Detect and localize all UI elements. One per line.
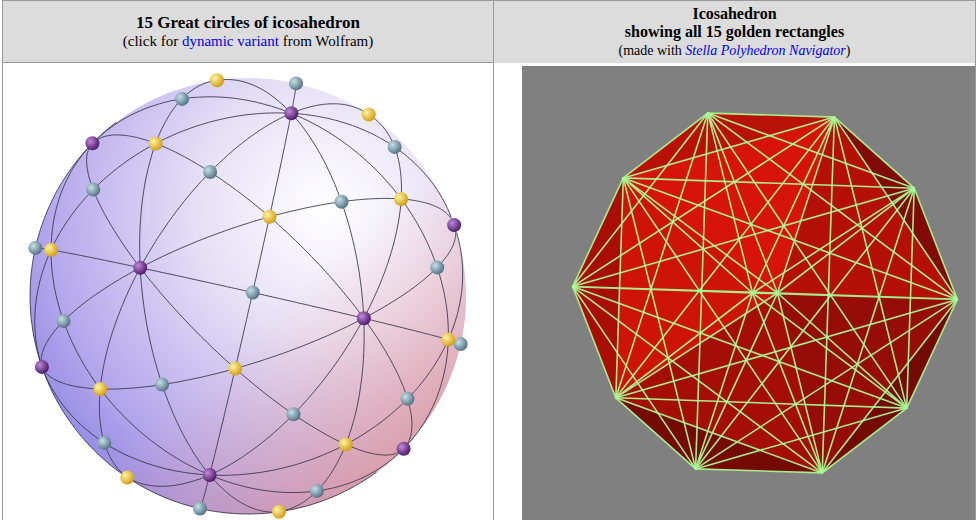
header-title: 15 Great circles of icosahedron	[136, 13, 360, 32]
symmetry-point	[310, 484, 324, 498]
header-title: Icosahedron	[692, 5, 776, 22]
golden-rectangle	[623, 113, 906, 473]
symmetry-point	[210, 73, 224, 87]
symmetry-point	[228, 362, 242, 376]
symmetry-point	[397, 442, 411, 456]
symmetry-point	[339, 437, 353, 451]
symmetry-point	[272, 505, 286, 519]
symmetry-point	[57, 314, 71, 328]
table-border	[3, 1, 976, 520]
sphere-body	[30, 78, 466, 514]
symmetry-point	[454, 337, 468, 351]
great-circle	[99, 104, 366, 479]
great-circle	[200, 83, 296, 508]
header-note: from Wolfram)	[283, 33, 374, 49]
header-cell: Icosahedronshowing all 15 golden rectang…	[494, 1, 975, 63]
golden-rectangle	[708, 113, 822, 473]
link-text: dynamic variant	[182, 33, 279, 49]
golden-rectangle	[573, 188, 958, 398]
symmetry-point	[203, 165, 217, 179]
symmetry-point	[441, 333, 455, 347]
header-line: (made with Stella Polyhedron Navigator)	[618, 41, 850, 59]
great-circle	[35, 248, 460, 344]
sphere-shade	[30, 78, 466, 514]
symmetry-point	[430, 260, 444, 274]
symmetry-point	[86, 183, 100, 197]
symmetry-point	[193, 502, 207, 516]
great-circle	[140, 81, 279, 513]
symmetry-point	[35, 360, 49, 374]
header-note: )	[846, 43, 851, 58]
great-circle	[125, 117, 402, 486]
symmetry-point	[44, 243, 58, 257]
header-note: (made with	[618, 43, 681, 58]
symmetry-point	[246, 286, 260, 300]
symmetry-point	[394, 192, 408, 206]
image-background	[522, 66, 975, 520]
great-circle	[87, 144, 404, 455]
great-circle	[30, 122, 377, 514]
great-circle	[93, 135, 412, 448]
symmetry-point	[401, 392, 415, 406]
golden-rectangle	[573, 117, 958, 469]
symmetry-point	[357, 311, 371, 325]
symmetry-point	[284, 106, 298, 120]
golden-rectangle	[616, 117, 914, 469]
golden-rectangle	[573, 287, 958, 300]
symmetry-point	[149, 137, 163, 151]
symmetry-point	[263, 210, 277, 224]
golden-rectangle	[616, 113, 914, 473]
symmetry-point	[335, 195, 349, 209]
header-cell: 15 Great circles of icosahedron(click fo…	[3, 1, 493, 62]
header-line: Icosahedron	[692, 5, 776, 23]
symmetry-point	[362, 108, 376, 122]
symmetry-point	[175, 92, 189, 106]
great-circle-sphere	[28, 73, 467, 519]
golden-rectangle	[573, 113, 958, 473]
symmetry-point	[287, 407, 301, 421]
symmetry-point	[85, 136, 99, 150]
header-line: (click fordynamic variantfrom Wolfram)	[123, 32, 374, 50]
golden-rectangle	[616, 188, 914, 398]
great-circle	[51, 145, 403, 493]
symmetry-point	[93, 382, 107, 396]
icosahedron-figure	[573, 113, 958, 473]
link-text: Stella Polyhedron Navigator	[685, 43, 845, 58]
symmetry-point	[97, 436, 111, 450]
header-note: (click for	[123, 33, 178, 49]
column-border	[493, 0, 494, 520]
header-line: showing all 15 golden rectangles	[625, 23, 844, 41]
symmetry-point	[133, 261, 147, 275]
golden-rectangle	[623, 178, 906, 408]
symmetry-point	[120, 471, 134, 485]
great-circle	[40, 233, 462, 476]
golden-rectangle-hidden	[573, 113, 958, 473]
header-title: showing all 15 golden rectangles	[625, 23, 844, 40]
header-line: 15 Great circles of icosahedron	[136, 13, 360, 32]
symmetry-point	[289, 76, 303, 90]
symmetry-point	[28, 241, 42, 255]
great-circle	[41, 198, 453, 367]
symmetry-point	[388, 140, 402, 154]
symmetry-point	[203, 468, 217, 482]
symmetry-point	[155, 378, 169, 392]
golden-rectangle	[696, 113, 835, 473]
golden-rectangle	[616, 178, 914, 408]
symmetry-point	[447, 218, 461, 232]
